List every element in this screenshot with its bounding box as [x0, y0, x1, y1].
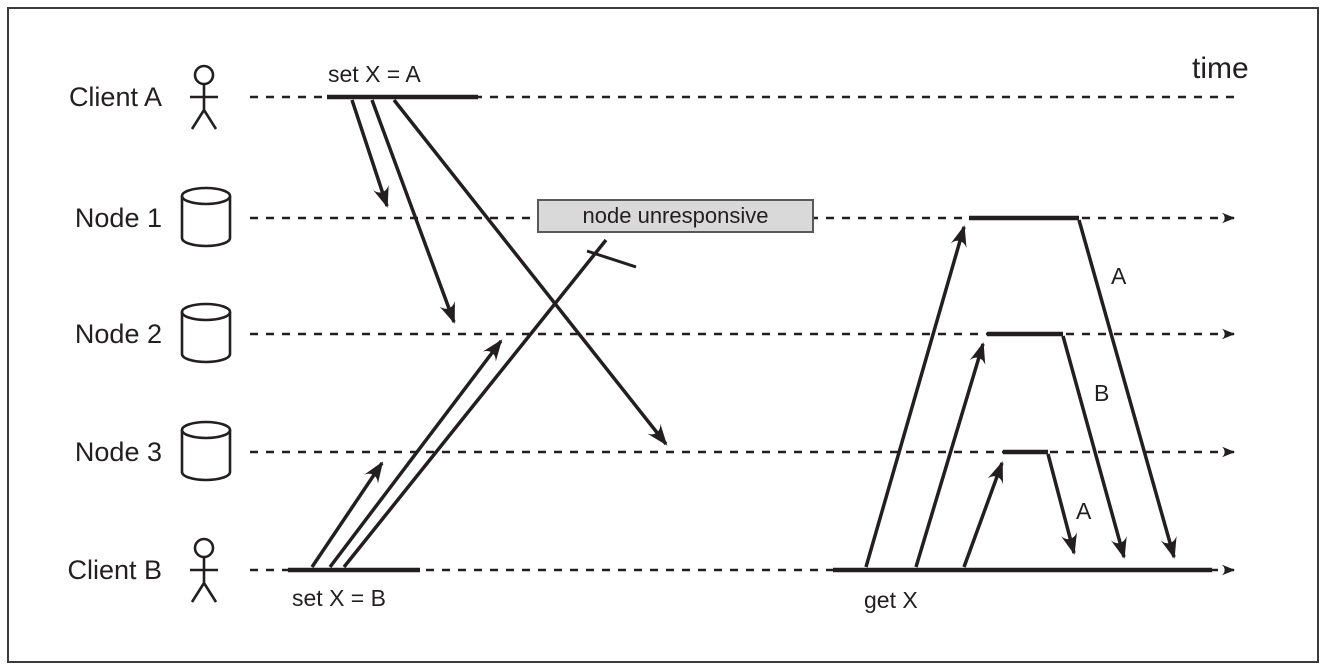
response-label-node3-a: A: [1076, 498, 1092, 524]
read-response-arrows: [1046, 219, 1177, 559]
lane-label-node-3: Node 3: [74, 437, 162, 467]
failed-delivery-cross: [586, 249, 637, 269]
arrow-seta-to-node3: [392, 98, 668, 446]
arrow-seta-to-node1: [350, 99, 389, 208]
response-label-node2-b: B: [1094, 380, 1110, 406]
op-label-set-x-a: set X = A: [328, 61, 421, 87]
client-b-person-icon: [190, 537, 218, 603]
arrow-setb-to-node3: [310, 461, 384, 568]
op-label-set-x-b: set X = B: [292, 585, 386, 611]
lane-label-client-b: Client B: [67, 555, 162, 585]
arrow-setb-to-node2: [328, 339, 503, 569]
time-axis-label: time: [1192, 52, 1249, 85]
lane-label-node-2: Node 2: [74, 319, 162, 349]
arrow-node1-response-a: [1077, 219, 1177, 559]
write-a-arrows: [350, 98, 668, 446]
node-unresponsive-note: node unresponsive: [537, 199, 814, 233]
lane-label-node-1: Node 1: [74, 203, 162, 233]
node-unresponsive-text: node unresponsive: [582, 203, 769, 228]
arrow-getx-to-node2: [914, 342, 986, 568]
activity-segments: [288, 94, 1212, 573]
lane-label-client-a: Client A: [68, 82, 162, 112]
node-3-database-icon: [180, 420, 232, 482]
node-1-database-icon: [180, 186, 232, 248]
read-request-arrows: [864, 225, 1004, 568]
arrow-getx-to-node1: [864, 225, 967, 568]
op-label-get-x: get X: [864, 587, 918, 613]
response-label-node1-a: A: [1111, 263, 1127, 289]
node-2-database-icon: [180, 302, 232, 364]
arrow-node2-response-b: [1061, 335, 1127, 559]
arrow-getx-to-node3: [962, 461, 1004, 568]
write-b-arrows: [310, 238, 637, 569]
arrow-node3-response-a: [1046, 453, 1077, 555]
client-a-person-icon: [190, 64, 218, 130]
arrow-setb-to-node1-failed: [342, 238, 608, 569]
arrow-seta-to-node2: [370, 99, 456, 324]
